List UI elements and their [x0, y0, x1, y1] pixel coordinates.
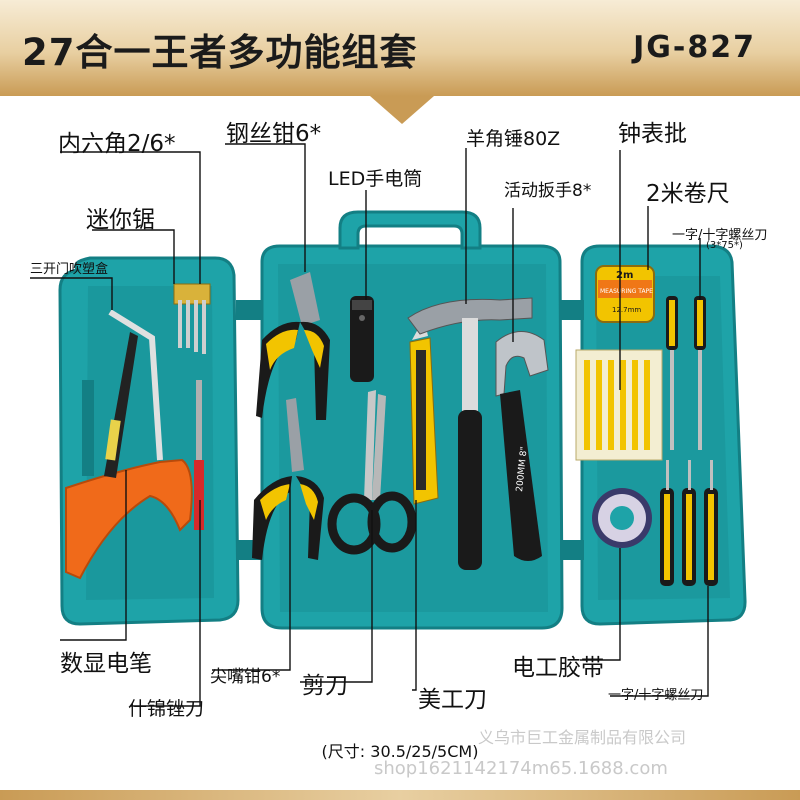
precision-screwdriver-set: [575, 349, 663, 461]
adjustable-wrench: [495, 331, 549, 561]
screwdriver-set-top: [666, 296, 706, 450]
mini-saw: [65, 309, 193, 580]
wire-pliers: [256, 272, 330, 420]
label-three-door-box: 三开门吹塑盒: [30, 262, 109, 277]
label-led-flashlight: LED手电筒: [328, 168, 423, 190]
company-watermark: 义乌市巨工金属制品有限公司: [478, 728, 687, 747]
label-tape-measure: 2米卷尺: [646, 181, 730, 207]
label-wire-pliers: 钢丝钳6*: [226, 121, 322, 147]
electrical-tape: [592, 488, 652, 548]
label-utility-knife: 美工刀: [418, 687, 487, 713]
label-nose-pliers: 尖嘴钳6*: [210, 667, 281, 687]
label-electrical-tape: 电工胶带: [512, 655, 604, 681]
wrench-marking: 200MM 8": [515, 446, 530, 492]
tape-brand: 2m: [616, 270, 633, 281]
tape-text: MEASURING TAPE: [600, 288, 653, 295]
digital-test-pen: [104, 332, 138, 478]
banner-notch: [370, 96, 434, 124]
label-hex-key: 内六角2/6*: [58, 131, 176, 157]
label-watch-driver: 钟表批: [618, 121, 687, 147]
case-handle: [338, 210, 482, 250]
label-adjustable-wrench: 活动扳手8*: [504, 181, 592, 201]
bottom-gold-bar: [0, 790, 800, 800]
tape-measure: [595, 265, 655, 323]
claw-hammer: [407, 297, 533, 570]
label-scissors: 剪刀: [302, 673, 348, 699]
hex-key-set: [173, 283, 211, 354]
label-needle-file: 什锦锉刀: [128, 698, 205, 720]
label-screwdriver-top-size: (3*75*): [706, 240, 743, 251]
needle-nose-pliers: [252, 398, 324, 560]
product-title: 27合一王者多功能组套: [22, 31, 418, 74]
tape-size: 12.7mm: [612, 306, 641, 314]
product-size: (尺寸: 30.5/25/5CM): [321, 742, 479, 761]
shop-url-watermark: shop1621142174m65.1688.com: [374, 758, 668, 779]
callout-lines: [30, 143, 709, 707]
label-hammer: 羊角锤80Z: [466, 128, 561, 150]
model-number: JG-827: [633, 30, 756, 65]
label-screwdriver-top: 一字/十字螺丝刀: [672, 228, 768, 243]
pen-slot: [82, 380, 94, 476]
title-banner: 27合一王者多功能组套 JG-827: [0, 0, 800, 96]
label-digital-pen: 数显电笔: [60, 651, 152, 677]
label-screwdriver-bottom: 一字/十字螺丝刀: [608, 688, 704, 703]
needle-file: [194, 380, 204, 530]
utility-knife: [409, 318, 439, 505]
label-mini-saw: 迷你锯: [86, 207, 155, 233]
screwdriver-set-bottom: [660, 460, 718, 586]
led-flashlight: [350, 296, 374, 382]
